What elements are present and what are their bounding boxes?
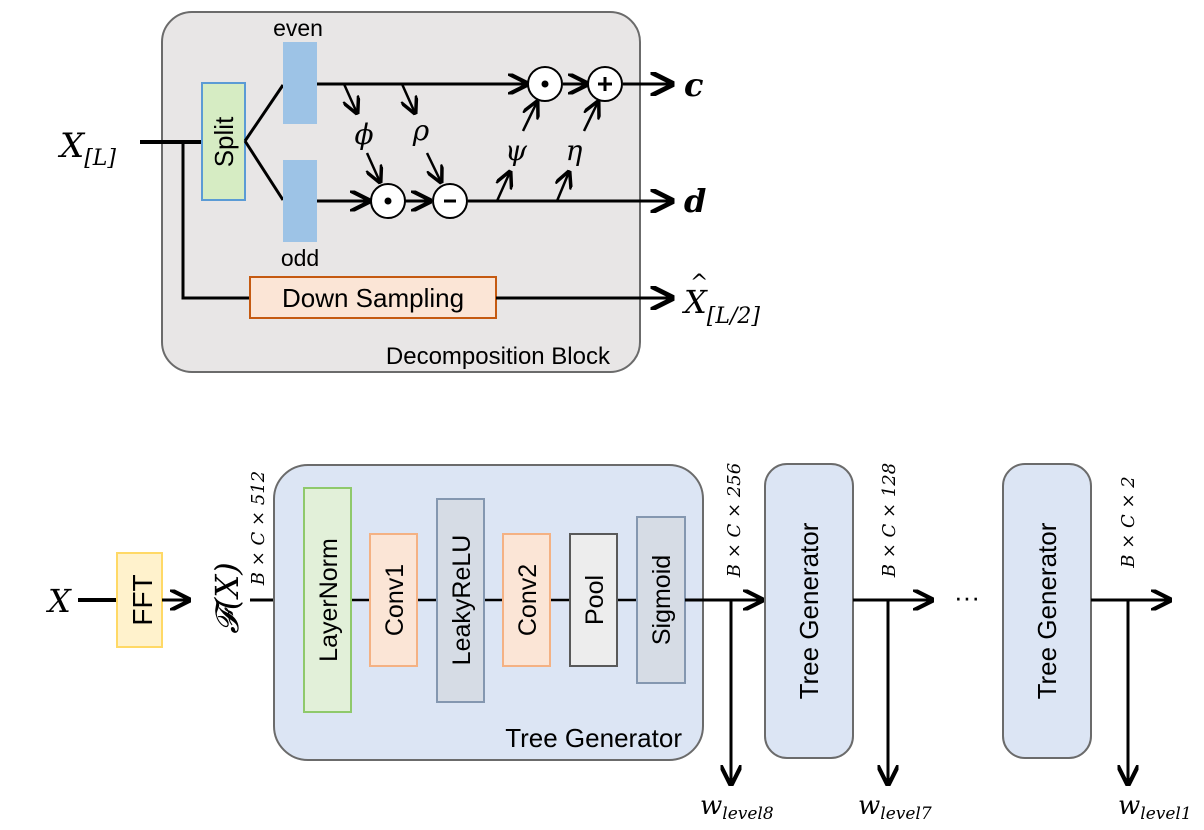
- downsampling-label: Down Sampling: [282, 283, 464, 313]
- w-level8-label: wlevel8: [700, 791, 774, 824]
- eta-arrow-in: [557, 172, 569, 202]
- tree-input-label: X: [45, 582, 72, 620]
- phi-arrow-out: [367, 152, 380, 182]
- downsampling-box: [249, 276, 497, 319]
- output-c-label: c: [684, 66, 703, 104]
- pool-box: [569, 533, 618, 667]
- leakyrelu-label: LeakyReLU: [448, 535, 476, 666]
- tree-generator-2-label: Tree Generator: [794, 522, 824, 699]
- odd-label: odd: [281, 245, 319, 271]
- layernorm-box: [303, 487, 352, 713]
- psi-label: ψ: [505, 134, 528, 167]
- decomposition-block: Decomposition Block X[L] Split even odd: [57, 11, 760, 373]
- dim-128-label: B × C × 128: [879, 463, 900, 578]
- leakyrelu-box: [436, 498, 485, 703]
- decomposition-block-label: Decomposition Block: [386, 343, 611, 370]
- sigmoid-box: [636, 516, 686, 684]
- plus-op-top: [587, 66, 623, 102]
- w-level7-label: wlevel7: [858, 791, 932, 824]
- rho-label: ρ: [412, 114, 430, 147]
- even-bar: [283, 42, 317, 124]
- dim-2-label: B × C × 2: [1118, 476, 1139, 569]
- w-level1-label: wlevel1: [1118, 791, 1192, 824]
- conv2-box: [502, 533, 551, 667]
- tree-generator-last: [1002, 463, 1092, 759]
- pool-label: Pool: [581, 575, 609, 625]
- tree-generator-last-label: Tree Generator: [1032, 522, 1062, 699]
- odd-bar: [283, 160, 317, 242]
- eta-arrow-out: [582, 102, 598, 132]
- downsampled-output-label: X[L/2]: [681, 283, 760, 329]
- conv2-label: Conv2: [514, 564, 542, 636]
- decomp-input-label: X[L]: [57, 126, 116, 171]
- split-to-odd-line: [243, 140, 285, 201]
- phi-arrow-in: [344, 83, 357, 113]
- output-d-label: d: [684, 182, 706, 220]
- phi-label: ϕ: [354, 118, 373, 151]
- minus-op-bottom: [432, 183, 468, 219]
- dim-256-label: B × C × 256: [724, 463, 745, 578]
- tree-pipeline: X FFT 𝓕(X) B × C × 512 Tree Generator La…: [45, 463, 1192, 824]
- psi-arrow-out: [521, 102, 537, 132]
- split-to-even-line: [243, 84, 285, 142]
- mult-op-bottom: [370, 183, 406, 219]
- dim-512-label: B × C × 512: [248, 471, 269, 586]
- mult-op-top: [527, 66, 563, 102]
- fx-label: 𝓕(X): [208, 562, 246, 633]
- eta-label: η: [566, 134, 583, 167]
- rho-arrow-out: [425, 152, 441, 182]
- conv1-box: [369, 533, 418, 667]
- sigmoid-label: Sigmoid: [648, 555, 676, 645]
- tree-generator-2: [764, 463, 854, 759]
- hat-mark: ^: [690, 271, 708, 296]
- split-label: Split: [209, 116, 239, 167]
- psi-arrow-in: [497, 172, 510, 202]
- tree-generator-main-label: Tree Generator: [505, 723, 682, 753]
- layernorm-label: LayerNorm: [315, 538, 343, 662]
- fft-label: FFT: [127, 574, 158, 625]
- even-label: even: [273, 15, 323, 41]
- conv1-label: Conv1: [381, 564, 409, 636]
- rho-arrow-in: [402, 83, 415, 113]
- ellipsis: ···: [954, 582, 980, 612]
- decomp-downsample-branch: [181, 142, 250, 300]
